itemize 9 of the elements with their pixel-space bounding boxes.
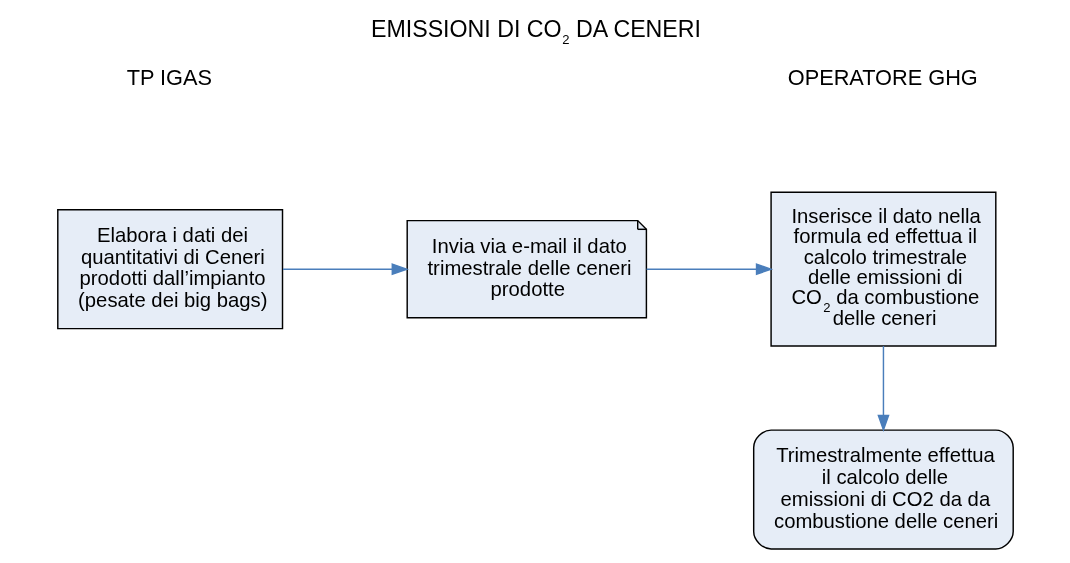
label: TP IGAS <box>126 65 212 91</box>
arrow <box>876 345 890 433</box>
node-box: Elabora i dati dei quantitativi di Ceneri prodotti dall’impianto (pesate dei big bags) <box>56 209 283 330</box>
arrow <box>645 263 773 276</box>
arrow <box>281 263 409 276</box>
node-box: Inserisce il dato nella formula ed effettua il calcolo trimestrale delle emissioni di CO$_{2}$ da combustione delle ceneri <box>769 191 997 347</box>
diagram-title: EMISSIONI DI CO$_{2}$ DA CENERI <box>370 15 701 48</box>
label: OPERATORE GHG <box>787 65 978 91</box>
node-box: Trimestralmente effettua il calcolo delle emissioni di CO2 da da combustione delle ceneri <box>752 429 1014 550</box>
